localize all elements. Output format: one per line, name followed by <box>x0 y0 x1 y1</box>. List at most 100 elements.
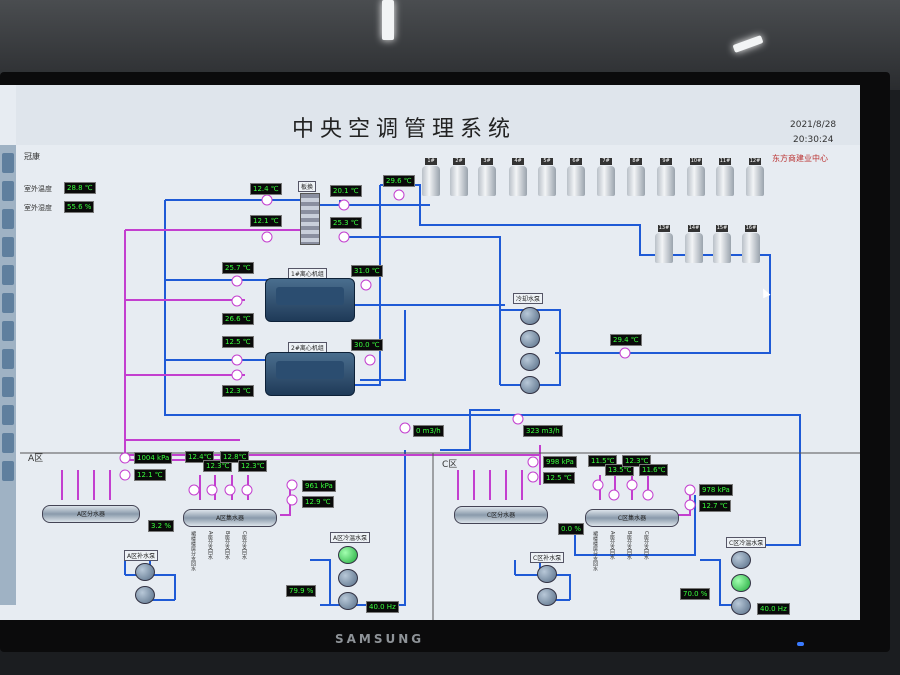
tower-body <box>716 166 734 196</box>
zone-c-branch-name: A座分支回水 <box>609 531 615 560</box>
tower-body <box>687 166 705 196</box>
tower-body <box>422 166 440 196</box>
zone-a-branch-temp: 12.3℃ <box>238 460 268 472</box>
cooling-tower[interactable]: 12# <box>746 158 764 196</box>
nav-button[interactable] <box>2 237 14 257</box>
zone-a-makeup-pump[interactable] <box>135 563 155 581</box>
zone-a-supply-temp: 12.1 ℃ <box>134 469 166 481</box>
zone-a-branch-name: B座分支回水 <box>224 531 230 560</box>
tower-number: 7# <box>600 158 612 165</box>
cooling-pump[interactable] <box>520 307 540 325</box>
nav-button[interactable] <box>2 153 14 173</box>
ceiling-light <box>382 0 394 40</box>
chiller-1[interactable] <box>265 278 355 322</box>
exchanger-left-top-temp: 12.4 ℃ <box>250 183 282 195</box>
zone-a-chw-pump-label: A区冷温水泵 <box>330 532 371 543</box>
outdoor-temp-value: 28.8 ℃ <box>64 182 96 194</box>
outdoor-humidity-label: 室外湿度 <box>24 204 52 212</box>
org-name: 东方商建业中心 <box>772 154 828 163</box>
cooling-tower[interactable]: 5# <box>538 158 556 196</box>
zone-c-chw-pump[interactable] <box>731 597 751 615</box>
cooling-return-temp: 29.4 ℃ <box>610 334 642 346</box>
app-title: 中央空调管理系统 <box>292 117 517 142</box>
tower-number: 14# <box>688 225 700 232</box>
nav-button[interactable] <box>2 405 14 425</box>
nav-button[interactable] <box>2 349 14 369</box>
cooling-tower[interactable]: 13# <box>655 225 673 263</box>
left-nav <box>0 145 16 605</box>
outdoor-humidity-value: 55.6 % <box>64 201 95 213</box>
zone-c-return-header[interactable]: C区集水器 <box>585 509 679 527</box>
tower-number: 9# <box>660 158 672 165</box>
cooling-tower[interactable]: 1# <box>422 158 440 196</box>
zone-a-branch-temp: 12.3℃ <box>203 460 233 472</box>
zone-a-chw-pump[interactable] <box>338 592 358 610</box>
nav-button[interactable] <box>2 293 14 313</box>
zone-c-branch-temp: 13.5℃ <box>605 464 635 476</box>
nav-button[interactable] <box>2 433 14 453</box>
zone-a-supply-header[interactable]: A区分水器 <box>42 505 140 523</box>
cooling-pump[interactable] <box>520 330 540 348</box>
tower-body <box>538 166 556 196</box>
outdoor-temp-label: 室外温度 <box>24 185 52 193</box>
chiller-2-cw-out: 30.0 ℃ <box>351 339 383 351</box>
zone-c-chw-pump[interactable] <box>731 574 751 592</box>
time-display: 20:30:24 <box>793 135 834 145</box>
chiller-2[interactable] <box>265 352 355 396</box>
zone-c-supply-pressure: 998 kPa <box>543 456 577 468</box>
cooling-tower[interactable]: 15# <box>713 225 731 263</box>
nav-button[interactable] <box>2 265 14 285</box>
power-led <box>797 642 804 646</box>
cooling-tower[interactable]: 7# <box>597 158 615 196</box>
cooling-tower[interactable]: 6# <box>567 158 585 196</box>
zone-a-chw-pump[interactable] <box>338 546 358 564</box>
chiller-2-chw-in: 12.5 ℃ <box>222 336 254 348</box>
tower-supply-temp: 29.6 ℃ <box>383 175 415 187</box>
cooling-tower[interactable]: 14# <box>685 225 703 263</box>
zone-a-chw-pump[interactable] <box>338 569 358 587</box>
cooling-pump[interactable] <box>520 353 540 371</box>
tower-number: 4# <box>512 158 524 165</box>
nav-button[interactable] <box>2 377 14 397</box>
cooling-tower[interactable]: 3# <box>478 158 496 196</box>
nav-button[interactable] <box>2 461 14 481</box>
zone-c-makeup-pump[interactable] <box>537 565 557 583</box>
zone-a-return-header[interactable]: A区集水器 <box>183 509 277 527</box>
chiller-1-chw-in: 25.7 ℃ <box>222 262 254 274</box>
tower-number: 10# <box>690 158 702 165</box>
tower-number: 12# <box>749 158 761 165</box>
plate-exchanger[interactable] <box>300 193 320 245</box>
tower-body <box>746 166 764 196</box>
cooling-tower[interactable]: 2# <box>450 158 468 196</box>
zone-c-chw-pump[interactable] <box>731 551 751 569</box>
cooling-tower[interactable]: 4# <box>509 158 527 196</box>
cooling-pump[interactable] <box>520 376 540 394</box>
tower-number: 5# <box>541 158 553 165</box>
cooling-tower[interactable]: 8# <box>627 158 645 196</box>
cooling-pump-label: 冷却水泵 <box>513 293 544 304</box>
scada-screen: 中央空调管理系统 2021/8/28 20:30:24 东方商建业中心 冠康 <box>0 85 860 620</box>
nav-button[interactable] <box>2 181 14 201</box>
zone-a-supply-pressure: 1004 kPa <box>134 452 173 464</box>
tower-number: 16# <box>745 225 757 232</box>
zone-c-makeup-pump-label: C区补水泵 <box>530 552 565 563</box>
zone-c-makeup-pump[interactable] <box>537 588 557 606</box>
tower-body <box>685 233 703 263</box>
zone-c-pump-speed: 70.0 % <box>680 588 711 600</box>
nav-button[interactable] <box>2 209 14 229</box>
zone-a-makeup-pump[interactable] <box>135 586 155 604</box>
tower-body <box>657 166 675 196</box>
chiller-1-chw-out: 26.6 ℃ <box>222 313 254 325</box>
cooling-tower[interactable]: 9# <box>657 158 675 196</box>
nav-button[interactable] <box>2 321 14 341</box>
monitor-brand: SAMSUNG <box>335 632 425 646</box>
tower-number: 1# <box>425 158 437 165</box>
cooling-tower[interactable]: 16# <box>742 225 760 263</box>
cooling-tower[interactable]: 11# <box>716 158 734 196</box>
tower-body <box>742 233 760 263</box>
tower-body <box>567 166 585 196</box>
zone-c-return-pressure: 978 kPa <box>699 484 733 496</box>
exchanger-label: 板换 <box>298 181 317 192</box>
zone-c-supply-header[interactable]: C区分水器 <box>454 506 548 524</box>
cooling-tower[interactable]: 10# <box>687 158 705 196</box>
